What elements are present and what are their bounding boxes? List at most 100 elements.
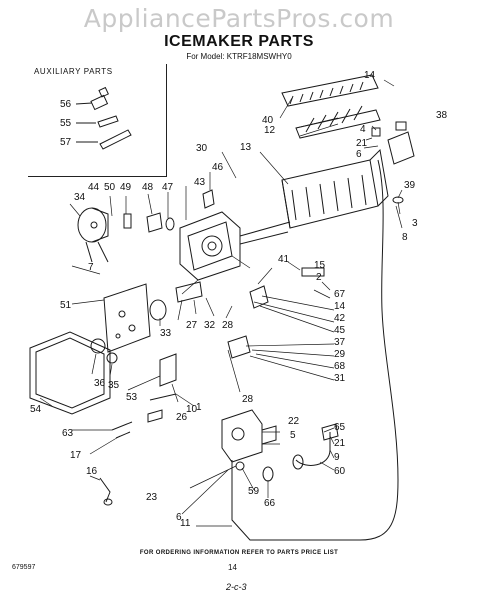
callout-60: 60 <box>334 466 346 477</box>
part-36 <box>90 338 106 354</box>
aux-part-57 <box>76 129 132 150</box>
callout-15: 15 <box>314 260 326 271</box>
mold-arm <box>239 221 291 237</box>
callout-4: 4 <box>360 124 366 135</box>
callout-46: 46 <box>212 162 224 173</box>
callout-47: 47 <box>162 182 174 193</box>
callout-12: 12 <box>264 125 276 136</box>
callout-36: 36 <box>94 378 106 389</box>
part-35 <box>106 352 118 364</box>
part-16 <box>99 477 111 503</box>
callout-63: 63 <box>62 428 74 439</box>
diagram-code: 679597 <box>12 564 36 571</box>
water-valve-22 <box>221 409 277 463</box>
part-26 <box>147 409 163 423</box>
callout-17: 17 <box>70 450 82 461</box>
part-37 <box>227 335 251 359</box>
callout-49: 49 <box>120 182 132 193</box>
callout-54: 54 <box>30 404 42 415</box>
part-63 <box>111 421 133 439</box>
part-48 <box>146 212 163 233</box>
callout-11: 11 <box>180 518 191 529</box>
callout-6: 6 <box>356 149 362 160</box>
aux-part-56 <box>75 86 109 111</box>
callout-28: 28 <box>222 320 234 331</box>
callout-8: 8 <box>402 232 408 243</box>
callout-9: 9 <box>334 452 340 463</box>
ordering-info-footer: FOR ORDERING INFORMATION REFER TO PARTS … <box>139 550 339 556</box>
part-53 <box>159 353 177 387</box>
callout-33: 33 <box>160 328 172 339</box>
callout-42: 42 <box>334 313 346 324</box>
auxiliary-parts-box <box>28 64 167 177</box>
page-title: ICEMAKER PARTS <box>164 33 314 50</box>
callout-51: 51 <box>60 300 72 311</box>
aux-part-55 <box>76 115 119 128</box>
callout-45: 45 <box>334 325 346 336</box>
callout-55: 55 <box>60 118 72 129</box>
callout-35: 35 <box>108 380 120 391</box>
callout-27: 27 <box>186 320 198 331</box>
part-43 <box>202 189 215 209</box>
part-65 <box>321 423 339 441</box>
part-10 <box>149 393 177 401</box>
callout-6: 6 <box>176 512 182 523</box>
part-49 <box>123 213 132 229</box>
callout-16: 16 <box>86 466 98 477</box>
model-subtitle: For Model: KTRF18MSWHY0 <box>186 52 292 61</box>
callout-1: 1 <box>196 402 202 413</box>
front-cover-54 <box>29 331 111 415</box>
callout-31: 31 <box>334 373 346 384</box>
watermark: AppliancePartsPros.com <box>83 4 395 33</box>
callout-32: 32 <box>204 320 216 331</box>
callout-50: 50 <box>104 182 116 193</box>
inlet-tube-60 <box>295 432 331 466</box>
callout-68: 68 <box>334 361 346 372</box>
callout-53: 53 <box>126 392 138 403</box>
callout-59: 59 <box>248 486 260 497</box>
callout-2: 2 <box>316 272 322 283</box>
callout-37: 37 <box>334 337 346 348</box>
part-47 <box>165 217 175 231</box>
callout-48: 48 <box>142 182 154 193</box>
callout-13: 13 <box>240 142 252 153</box>
callout-43: 43 <box>194 177 206 188</box>
callout-3: 3 <box>412 218 418 229</box>
ice-mold-13 <box>281 148 389 229</box>
callout-23: 23 <box>146 492 158 503</box>
callout-38: 38 <box>436 110 448 121</box>
callout-39: 39 <box>404 180 416 191</box>
callout-21: 21 <box>356 138 368 149</box>
part-15 <box>301 267 325 277</box>
part-38 <box>395 121 407 131</box>
page-number: 14 <box>228 563 237 572</box>
callout-40: 40 <box>262 115 274 126</box>
callout-34: 34 <box>74 192 86 203</box>
callout-29: 29 <box>334 349 346 360</box>
callout-65: 65 <box>334 422 346 433</box>
callout-30: 30 <box>196 143 208 154</box>
callout-56: 56 <box>60 99 72 110</box>
part-4 <box>371 127 381 137</box>
callout-5: 5 <box>290 430 296 441</box>
callout-10: 10 <box>186 404 198 415</box>
part-33 <box>149 299 167 321</box>
callout-41: 41 <box>278 254 290 265</box>
callout-28: 28 <box>242 394 254 405</box>
support-51 <box>103 283 151 353</box>
callout-66: 66 <box>264 498 276 509</box>
callout-7: 7 <box>88 262 94 273</box>
callout-26: 26 <box>176 412 188 423</box>
part-39 <box>387 131 415 165</box>
module-housing-30 <box>179 211 241 281</box>
part-27 <box>175 281 203 303</box>
auxiliary-parts-label: AUXILIARY PARTS <box>34 67 113 76</box>
part-42 <box>249 285 269 309</box>
callout-57: 57 <box>60 137 72 148</box>
part-66 <box>262 466 274 482</box>
callout-14: 14 <box>364 70 376 81</box>
callout-44: 44 <box>88 182 100 193</box>
